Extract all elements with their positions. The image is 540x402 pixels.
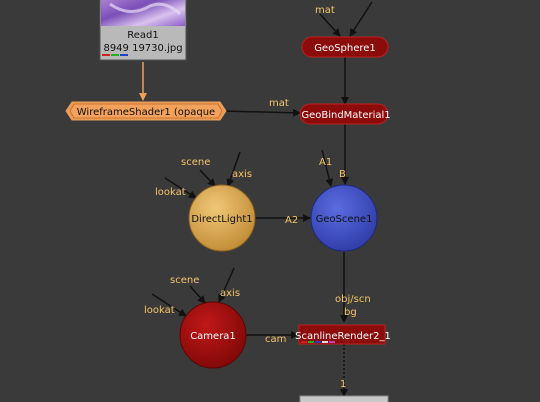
edge-cam-lookat-input bbox=[151, 293, 187, 317]
port-objscn: obj/scn bbox=[335, 294, 371, 305]
edge-light-axis-input bbox=[226, 151, 241, 187]
port-lookat-cam: lookat bbox=[144, 305, 175, 316]
port-axis-cam: axis bbox=[220, 288, 240, 299]
port-scene-cam: scene bbox=[170, 275, 199, 286]
read-thumbnail bbox=[101, 0, 185, 26]
camera-node[interactable]: Camera1 bbox=[179, 301, 247, 369]
geoscene-label: GeoScene1 bbox=[316, 214, 373, 225]
edge-wireframe-to-bindmaterial bbox=[223, 108, 301, 117]
camera-label: Camera1 bbox=[190, 331, 236, 342]
port-labels: mat mat A1 B A2 scene axis lookat scene … bbox=[144, 5, 371, 390]
port-lookat-light: lookat bbox=[155, 187, 186, 198]
read-node[interactable]: Read1 8949 19730.jpg bbox=[99, 0, 187, 61]
edge-cam-axis-input bbox=[218, 267, 235, 303]
read-file-label: 8949 19730.jpg bbox=[103, 43, 182, 54]
edge-a1-to-geoscene bbox=[321, 149, 334, 187]
port-mat-bindmaterial: mat bbox=[269, 98, 289, 109]
wireframe-shader-node[interactable]: WireframeShader1 (opaque bbox=[65, 101, 227, 121]
edge-input-geosphere-right bbox=[349, 1, 373, 37]
port-axis-light: axis bbox=[232, 169, 252, 180]
port-a2: A2 bbox=[285, 215, 298, 226]
geoscene-node[interactable]: GeoScene1 bbox=[310, 184, 378, 252]
port-scene-light: scene bbox=[181, 157, 210, 168]
scanline-render-node[interactable]: ScanlineRender2_1 bbox=[295, 324, 391, 345]
geosphere-node[interactable]: GeoSphere1 bbox=[301, 36, 389, 58]
directlight-node[interactable]: DirectLight1 bbox=[188, 184, 256, 252]
geobindmaterial-node[interactable]: GeoBindMaterial1 bbox=[299, 103, 391, 125]
port-mat-geosphere: mat bbox=[315, 5, 335, 16]
geobindmaterial-label: GeoBindMaterial1 bbox=[301, 110, 390, 121]
edge-light-scene-input bbox=[199, 169, 216, 187]
port-a1: A1 bbox=[319, 157, 332, 168]
downstream-node-partial[interactable] bbox=[299, 395, 389, 402]
edge-cam-scene-input bbox=[189, 285, 206, 304]
edges bbox=[139, 1, 373, 397]
edge-light-lookat-input bbox=[164, 177, 197, 199]
wireframe-shader-label: WireframeShader1 (opaque bbox=[77, 107, 215, 118]
port-b: B bbox=[339, 169, 346, 180]
read-node-label: Read1 bbox=[127, 30, 159, 41]
directlight-label: DirectLight1 bbox=[191, 214, 252, 225]
port-bg: bg bbox=[344, 307, 357, 318]
port-cam: cam bbox=[265, 334, 286, 345]
port-one: 1 bbox=[340, 379, 346, 390]
geosphere-label: GeoSphere1 bbox=[314, 43, 376, 54]
edge-mat-input-geosphere bbox=[319, 13, 341, 37]
scanline-render-label: ScanlineRender2_1 bbox=[295, 331, 391, 342]
